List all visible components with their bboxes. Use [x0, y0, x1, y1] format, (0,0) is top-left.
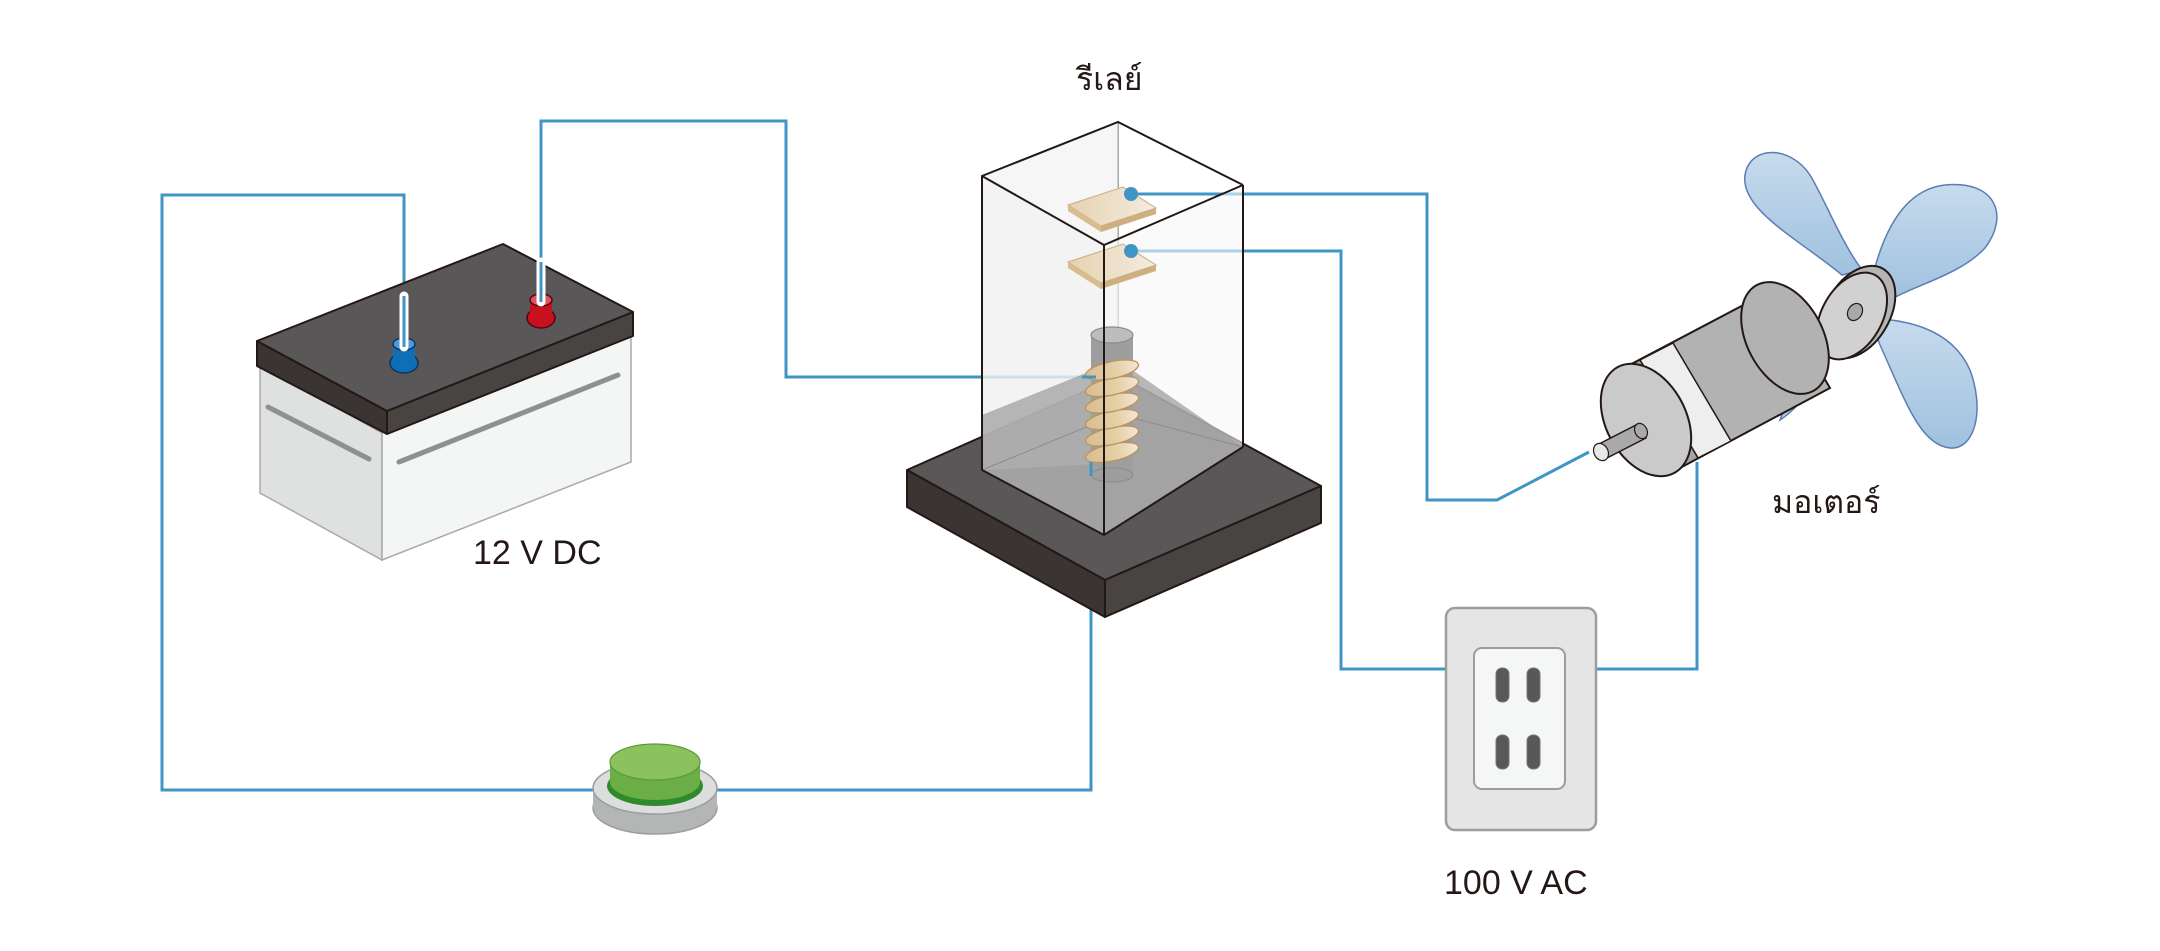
relay-housing-outline [981, 120, 1244, 537]
outlet-face [1473, 647, 1566, 790]
wire-outlet-to-motor [1595, 462, 1699, 671]
wire-relay-upper-contact-to-motor [1131, 192, 1590, 502]
fan-blade-right [1869, 183, 1998, 301]
battery-stripe-front [396, 372, 621, 465]
ac-outlet [1444, 606, 1598, 832]
relay-lower-contact [1066, 243, 1158, 289]
relay-coil [1084, 359, 1140, 464]
push-button[interactable] [592, 743, 718, 835]
wire-battery-negative-to-button [160, 193, 600, 792]
outlet-slot [1526, 734, 1541, 770]
outlet-slot [1495, 667, 1510, 703]
battery-voltage-label: 12 V DC [473, 534, 602, 572]
relay-upper-contact [1066, 186, 1158, 232]
relay [906, 120, 1322, 618]
battery [256, 243, 634, 562]
battery-stripe-left [265, 404, 372, 462]
outlet-slot [1495, 734, 1510, 770]
outlet-voltage-label: 100 V AC [1444, 864, 1588, 902]
wire-battery-positive-to-relay-coil [539, 119, 1092, 379]
motor-rear-shaft [1592, 422, 1649, 462]
motor-label: มอเตอร์ [1772, 483, 1881, 521]
motor [1592, 151, 1998, 478]
fan-blade-bottom [1868, 317, 1978, 449]
push-button-cap-top [609, 743, 701, 781]
motor-body [1599, 281, 1832, 478]
outlet-slot [1526, 667, 1541, 703]
fan-blade-top [1744, 151, 1864, 276]
relay-label: รีเลย์ [1076, 60, 1143, 98]
